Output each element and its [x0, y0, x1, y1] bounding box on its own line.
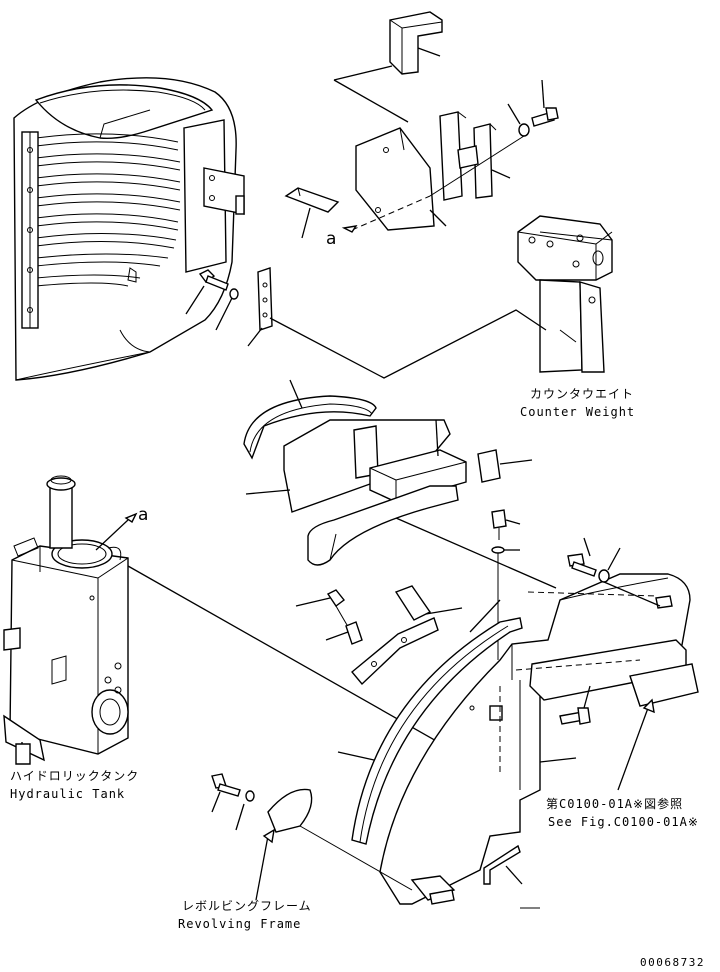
rubber-pad [477, 449, 501, 483]
counter-weight-label-en: Counter Weight [520, 405, 635, 419]
reference-letter-a-upper: a [326, 229, 336, 249]
curved-seal [351, 617, 523, 845]
hydraulic-tank [3, 475, 129, 765]
revolving-frame-label-jp: レボルビングフレーム [182, 899, 312, 913]
bolt-top [531, 107, 559, 127]
angle-block [389, 11, 443, 75]
bolt-bottom [211, 773, 241, 797]
bent-rod [483, 844, 521, 885]
seal-strip [243, 395, 377, 460]
clamp-wire [326, 589, 363, 645]
support-bracket [351, 585, 439, 686]
h-bracket [439, 111, 497, 201]
washer-right [598, 569, 610, 583]
hydraulic-tank-label-en: Hydraulic Tank [10, 787, 125, 801]
hood-bracket [257, 267, 273, 331]
cover-plate [355, 127, 435, 231]
key-bar [284, 187, 340, 213]
radiator-cover-assembly [13, 77, 245, 381]
reference-letter-a-lower: a [138, 505, 148, 525]
frame-plate [267, 788, 313, 833]
bolt-lower-right [559, 707, 591, 725]
see-fig-label-en: See Fig.C0100-01A※ [548, 815, 699, 829]
bolt-middle [491, 509, 507, 540]
handle-strip [307, 485, 459, 566]
washer-bottom [245, 790, 255, 802]
see-fig-label-jp: 第C0100-01A※図参照 [546, 796, 683, 811]
drawing-number: 00068732 [640, 956, 705, 969]
upper-block [369, 449, 467, 503]
washer-middle [491, 546, 505, 554]
counter-weight-label-jp: カウンタウエイト [530, 387, 634, 401]
washer-top [518, 123, 530, 137]
bolt-cover [198, 269, 239, 300]
revolving-frame-label-en: Revolving Frame [178, 917, 301, 931]
ref-fig-part [629, 663, 699, 707]
bolt-right [567, 553, 597, 577]
hydraulic-tank-label-jp: ハイドロリックタンク [10, 769, 139, 783]
counter-weight [517, 215, 613, 373]
